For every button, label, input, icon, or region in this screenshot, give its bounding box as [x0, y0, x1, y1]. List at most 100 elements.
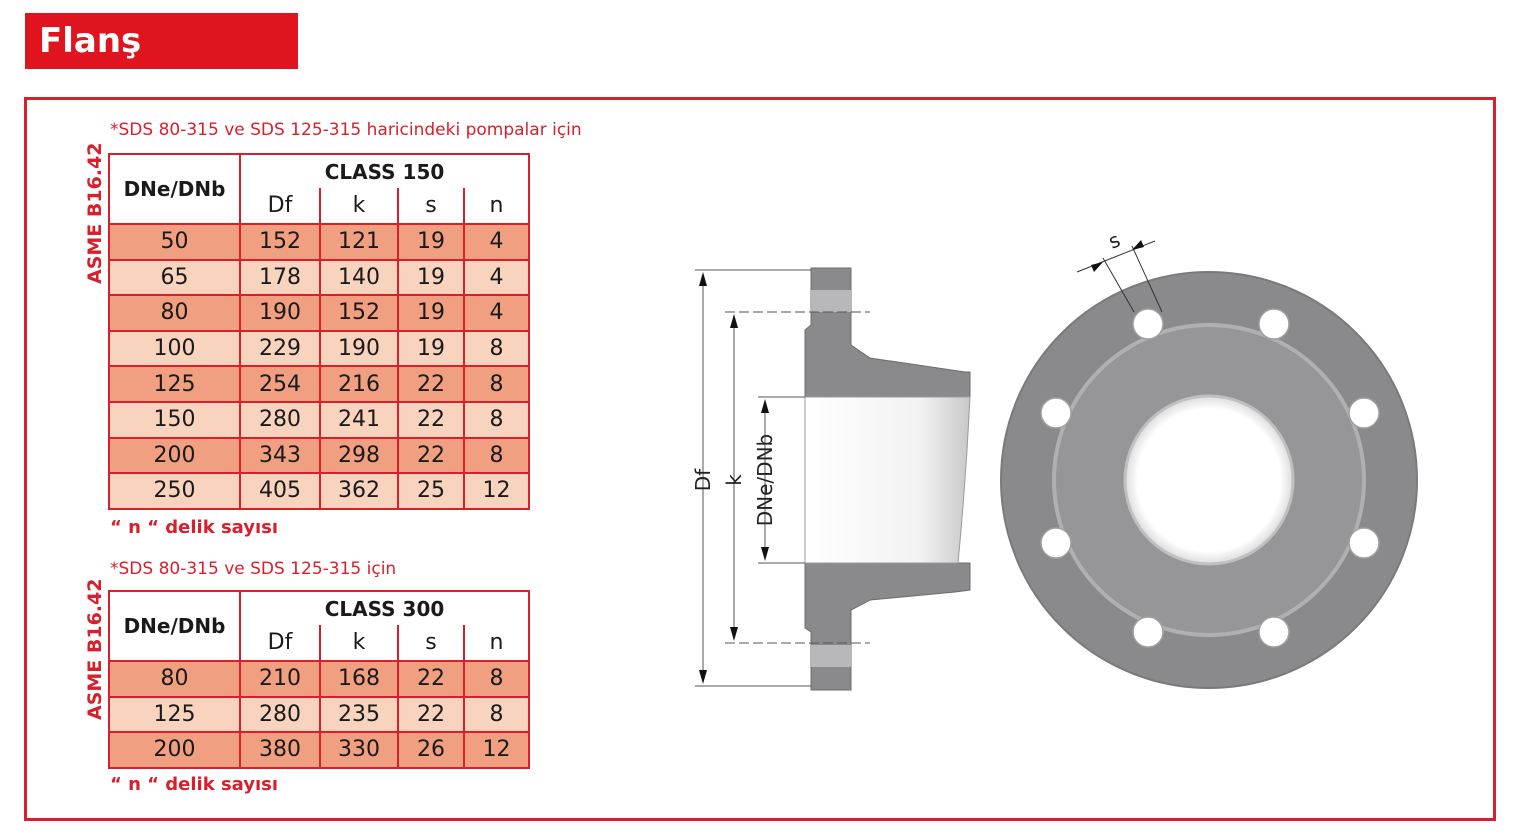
table-cell: 168	[319, 660, 399, 698]
table-cell: 19	[397, 258, 465, 297]
table-cell: 190	[319, 329, 399, 368]
bolt-hole	[1348, 397, 1380, 429]
nominal-diameter-cell: 100	[108, 329, 241, 368]
table-note: *SDS 80-315 ve SDS 125-315 haricindeki p…	[110, 120, 582, 140]
nominal-diameter-cell: 125	[108, 365, 241, 403]
table-cell: 216	[319, 365, 399, 403]
column-header: k	[319, 625, 399, 662]
table-cell: 229	[239, 329, 321, 368]
table-cell: 25	[397, 472, 465, 510]
table-cell: 362	[319, 472, 399, 510]
table-cell: 152	[319, 294, 399, 332]
table-cell: 280	[239, 695, 321, 734]
df-dimension-label: Df	[691, 468, 715, 491]
bolt-hole	[1040, 527, 1072, 559]
table-cell: 26	[397, 731, 465, 769]
table-cell: 4	[462, 294, 531, 332]
table-cell: 405	[239, 472, 321, 510]
column-header: k	[319, 188, 399, 225]
table-cell: 22	[397, 400, 465, 439]
column-header: s	[397, 625, 465, 662]
holes-footnote: “ n “ delik sayısı	[110, 774, 279, 795]
column-header: Df	[239, 625, 321, 662]
nominal-diameter-cell: 250	[108, 472, 241, 510]
nominal-diameter-cell: 80	[108, 294, 241, 332]
table-cell: 8	[462, 329, 531, 368]
bolt-hole	[1040, 397, 1072, 429]
table-cell: 22	[397, 695, 465, 734]
table-cell: 152	[239, 223, 321, 261]
corner-header: DNe/DNb	[108, 153, 241, 225]
nominal-diameter-cell: 65	[108, 258, 241, 297]
column-header: s	[397, 188, 465, 225]
table-cell: 178	[239, 258, 321, 297]
table-cell: 22	[397, 436, 465, 475]
table-cell: 8	[462, 400, 531, 439]
holes-footnote: “ n “ delik sayısı	[110, 517, 279, 538]
s-dimension-label: s	[1105, 227, 1124, 253]
table-cell: 254	[239, 365, 321, 403]
table-cell: 280	[239, 400, 321, 439]
table-cell: 4	[462, 258, 531, 297]
table-cell: 121	[319, 223, 399, 261]
class-header: CLASS 300	[238, 590, 531, 625]
table-note: *SDS 80-315 ve SDS 125-315 için	[110, 559, 397, 579]
nominal-diameter-cell: 125	[108, 695, 241, 734]
corner-header: DNe/DNb	[108, 590, 241, 662]
table-cell: 190	[239, 294, 321, 332]
table-cell: 8	[462, 365, 531, 403]
column-header: n	[462, 188, 531, 225]
bolt-hole	[1258, 616, 1290, 648]
k-dimension-label: k	[722, 474, 746, 486]
table-cell: 19	[397, 223, 465, 261]
nominal-diameter-cell: 80	[108, 660, 241, 698]
flange-front-view: s	[1000, 227, 1418, 689]
table-cell: 140	[319, 258, 399, 297]
dn-dimension-label: DNe/DNb	[753, 434, 777, 526]
table-cell: 330	[319, 731, 399, 769]
nominal-diameter-cell: 200	[108, 731, 241, 769]
bolt-hole	[1258, 308, 1290, 340]
table-cell: 241	[319, 400, 399, 439]
table-cell: 19	[397, 329, 465, 368]
flange-side-view: Df k DNe/DNb	[691, 267, 971, 691]
table-cell: 235	[319, 695, 399, 734]
bolt-hole	[1132, 308, 1164, 340]
table-cell: 4	[462, 223, 531, 261]
column-header: n	[462, 625, 531, 662]
class-header: CLASS 150	[238, 153, 531, 188]
nominal-diameter-cell: 150	[108, 400, 241, 439]
column-header: Df	[239, 188, 321, 225]
table-cell: 298	[319, 436, 399, 475]
table-cell: 210	[239, 660, 321, 698]
table-cell: 19	[397, 294, 465, 332]
nominal-diameter-cell: 50	[108, 223, 241, 261]
bolt-hole	[1348, 527, 1380, 559]
table-cell: 12	[462, 731, 531, 769]
table-cell: 8	[462, 660, 531, 698]
table-cell: 343	[239, 436, 321, 475]
table-cell: 380	[239, 731, 321, 769]
bolt-hole	[1132, 616, 1164, 648]
table-cell: 8	[462, 436, 531, 475]
table-cell: 12	[462, 472, 531, 510]
nominal-diameter-cell: 200	[108, 436, 241, 475]
table-cell: 22	[397, 365, 465, 403]
content-frame	[24, 97, 1496, 821]
table-cell: 8	[462, 695, 531, 734]
table-cell: 22	[397, 660, 465, 698]
